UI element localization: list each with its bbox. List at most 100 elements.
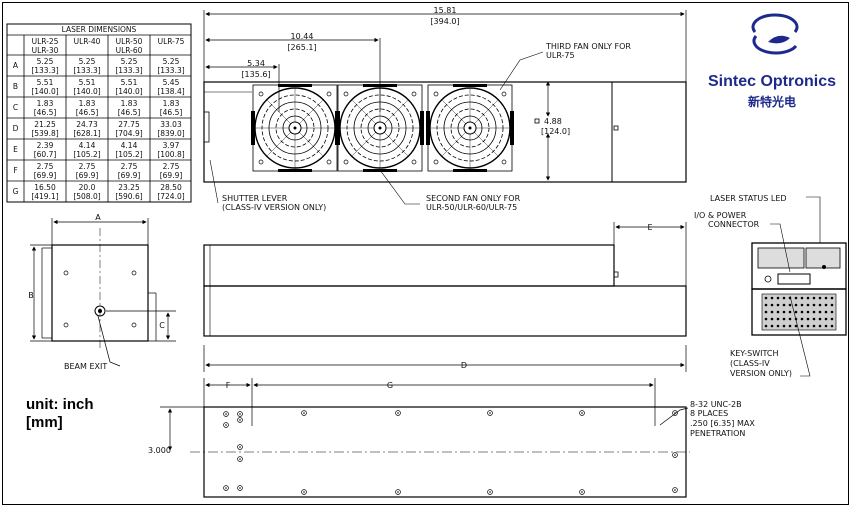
table-cell: 2.75 — [79, 162, 96, 171]
table-cell: [105.2] — [115, 150, 142, 159]
table-row-key: A — [13, 61, 19, 70]
table-cell: 1.83 — [163, 99, 180, 108]
table-col-header: ULR-60 — [116, 46, 143, 55]
laser-status-led — [822, 265, 826, 269]
shutter-lever — [203, 111, 210, 143]
mount-hole — [487, 410, 493, 416]
keyswitch-label-1: KEY-SWITCH — [730, 349, 779, 358]
table-cell: [69.9] — [160, 171, 183, 180]
io-power-label-2: CONNECTOR — [708, 220, 760, 229]
table-cell: [105.2] — [73, 150, 100, 159]
shutter-note-2: (CLASS-IV VERSION ONLY) — [222, 203, 326, 212]
table-cell: [46.5] — [118, 108, 141, 117]
mount-hole — [301, 489, 307, 495]
table-cell: 33.03 — [160, 120, 182, 129]
table-cell: 5.25 — [121, 57, 138, 66]
table-cell: 5.25 — [163, 57, 180, 66]
table-cell: 5.25 — [37, 57, 54, 66]
table-row-key: C — [13, 103, 18, 112]
mount-hole — [395, 489, 401, 495]
table-cell: 1.83 — [79, 99, 96, 108]
shutter-note-1: SHUTTER LEVER — [222, 194, 288, 203]
dim-fan2-mm: [265.1] — [287, 43, 316, 52]
table-row-key: F — [13, 166, 17, 175]
dim-c: C — [159, 321, 165, 330]
front-view — [41, 228, 157, 350]
dim-fan1-mm: [135.6] — [241, 70, 270, 79]
mount-hole — [672, 410, 678, 416]
io-power-label-1: I/O & POWER — [694, 211, 747, 220]
keyswitch-label-2: (CLASS-IV — [730, 359, 770, 368]
mount-hole — [487, 489, 493, 495]
table-col-header: ULR-30 — [32, 46, 59, 55]
table-cell: 1.83 — [37, 99, 54, 108]
beam-exit-label: BEAM EXIT — [64, 362, 107, 371]
table-cell: [133.3] — [31, 66, 58, 75]
table-cell: [133.3] — [115, 66, 142, 75]
table-cell: [724.0] — [157, 192, 184, 201]
dim-f: F — [226, 381, 231, 390]
table-cell: [133.3] — [157, 66, 184, 75]
third-fan-note-1: THIRD FAN ONLY FOR — [545, 42, 631, 51]
table-row-key: E — [13, 145, 18, 154]
mount-hole — [237, 485, 243, 491]
table-cell: [69.9] — [76, 171, 99, 180]
table-cell: 5.45 — [163, 78, 180, 87]
logo-name: Sintec Optronics — [708, 73, 836, 90]
table-cell: 3.97 — [163, 141, 180, 150]
table-cell: [46.5] — [160, 108, 183, 117]
table-cell: [628.1] — [73, 129, 100, 138]
table-cell: [590.6] — [115, 192, 142, 201]
mount-hole — [672, 487, 678, 493]
table-cell: 23.25 — [118, 183, 140, 192]
table-row-key: D — [13, 124, 19, 133]
dim-g: G — [387, 381, 393, 390]
screw-note-4: PENETRATION — [690, 429, 745, 438]
table-cell: [539.8] — [31, 129, 58, 138]
dim-width-mm: [124.0] — [541, 127, 570, 136]
table-cell: 21.25 — [34, 120, 56, 129]
mount-hole — [237, 417, 243, 423]
dim-a: A — [95, 213, 101, 222]
table-col-header: ULR-50 — [116, 37, 143, 46]
logo-swirl-icon — [768, 35, 790, 44]
table-cell: 4.14 — [121, 141, 138, 150]
screw-note-3: .250 [6.35] MAX — [690, 419, 755, 428]
rear-view — [751, 242, 847, 336]
table-cell: [46.5] — [76, 108, 99, 117]
dim-fan2-in: 10.44 — [291, 32, 314, 41]
table-title: LASER DIMENSIONS — [62, 25, 137, 34]
top-view — [203, 81, 687, 183]
unit-mm: [mm] — [26, 414, 63, 431]
table-cell: [100.8] — [157, 150, 184, 159]
table-cell: 5.51 — [121, 78, 138, 87]
fan-group — [251, 84, 514, 172]
side-view — [203, 244, 687, 337]
table-cell: 28.50 — [160, 183, 182, 192]
screw-note-1: 8-32 UNC-2B — [690, 400, 742, 409]
mount-hole — [223, 485, 229, 491]
mount-hole — [301, 410, 307, 416]
table-cell: [704.9] — [115, 129, 142, 138]
mount-hole — [237, 456, 243, 462]
table-cell: [508.0] — [73, 192, 100, 201]
dim-d: D — [461, 361, 467, 370]
table-cell: 24.73 — [76, 120, 98, 129]
table-cell: 2.75 — [163, 162, 180, 171]
table-cell: 5.51 — [79, 78, 96, 87]
table-cell: [69.9] — [118, 171, 141, 180]
table-cell: 5.25 — [79, 57, 96, 66]
laser-status-label: LASER STATUS LED — [710, 194, 787, 203]
second-fan-note-2: ULR-50/ULR-60/ULR-75 — [426, 203, 517, 212]
mount-hole — [579, 410, 585, 416]
table-cell: [140.0] — [73, 87, 100, 96]
table-cell: 5.51 — [37, 78, 54, 87]
table-cell: [140.0] — [115, 87, 142, 96]
table-cell: [839.0] — [157, 129, 184, 138]
table-cell: 2.75 — [121, 162, 138, 171]
mount-hole — [237, 444, 243, 450]
table-row-key: G — [13, 187, 19, 196]
table-col-header: ULR-75 — [158, 37, 185, 46]
logo-cn: 新特光电 — [748, 94, 796, 109]
mount-hole — [395, 410, 401, 416]
